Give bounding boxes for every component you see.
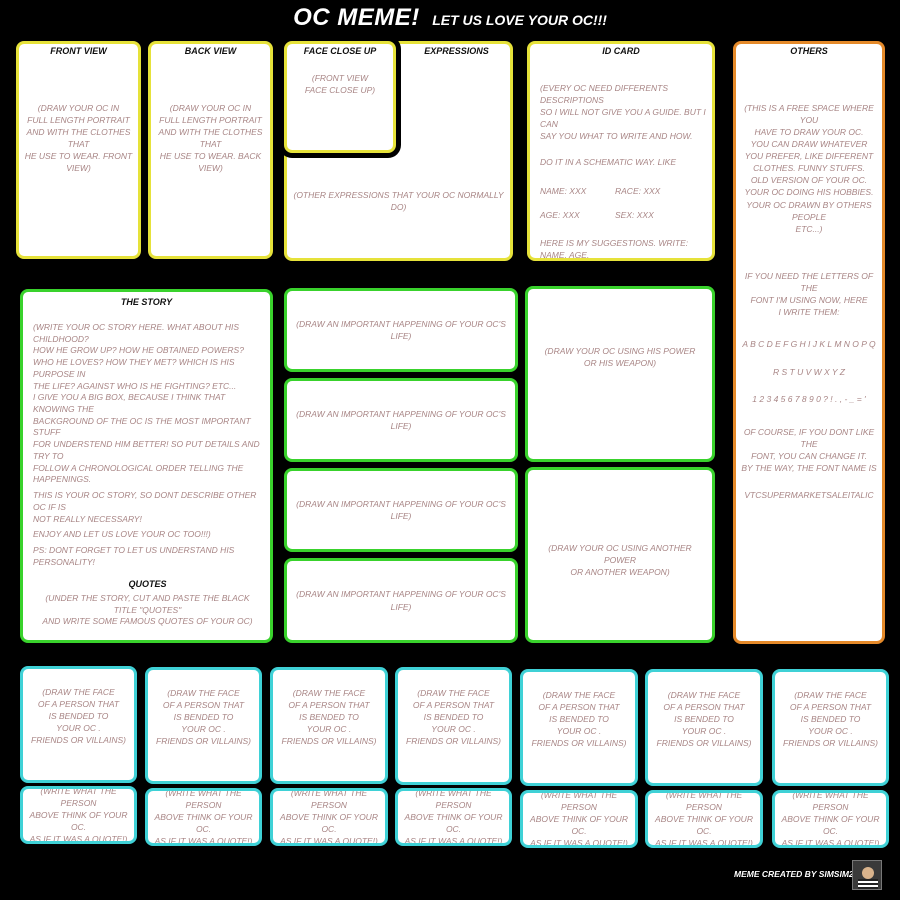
happening-text-1: (DRAW AN IMPORTANT HAPPENING OF YOUR OC'… bbox=[296, 318, 506, 341]
expressions-text: (OTHER EXPRESSIONS THAT YOUR OC NORMALLY… bbox=[293, 190, 504, 213]
happening-panel-4[interactable]: (DRAW AN IMPORTANT HAPPENING OF YOUR OC'… bbox=[284, 558, 518, 643]
font-info: IF YOU NEED THE LETTERS OF THE FONT I'M … bbox=[740, 258, 878, 513]
id-card-heading: ID CARD bbox=[602, 46, 640, 56]
face-text-2: (DRAW THE FACE OF A PERSON THAT IS BENDE… bbox=[156, 688, 251, 747]
face-close-up-panel[interactable]: FACE CLOSE UP (FRONT VIEW FACE CLOSE UP) bbox=[284, 41, 396, 153]
quote-text-1: (WRITE WHAT THE PERSON ABOVE THINK OF YO… bbox=[29, 786, 128, 844]
face-panel-7[interactable]: (DRAW THE FACE OF A PERSON THAT IS BENDE… bbox=[772, 669, 889, 786]
quote-panel-7[interactable]: (WRITE WHAT THE PERSON ABOVE THINK OF YO… bbox=[772, 790, 889, 848]
quote-panel-6[interactable]: (WRITE WHAT THE PERSON ABOVE THINK OF YO… bbox=[645, 790, 763, 848]
avatar-shirt-icon bbox=[858, 879, 878, 889]
id-card-name: NAME: XXX bbox=[540, 185, 587, 196]
id-card-row-1: NAME: XXX RACE: XXX bbox=[540, 185, 706, 197]
others-panel[interactable]: OTHERS (THIS IS A FREE SPACE WHERE YOU H… bbox=[733, 41, 885, 644]
id-card-intro: (EVERY OC NEED DIFFERENTS DESCRIPTIONS S… bbox=[540, 83, 706, 142]
quote-text-2: (WRITE WHAT THE PERSON ABOVE THINK OF YO… bbox=[154, 788, 253, 846]
font-letters-1: A B C D E F G H I J K L M N O P Q bbox=[742, 339, 876, 350]
power-text: (DRAW YOUR OC USING HIS POWER OR HIS WEA… bbox=[544, 346, 696, 369]
story-panel[interactable]: THE STORY (WRITE YOUR OC STORY HERE. WHA… bbox=[20, 289, 273, 643]
another-power-panel[interactable]: (DRAW YOUR OC USING ANOTHER POWER OR ANO… bbox=[525, 467, 715, 643]
quotes-text: (UNDER THE STORY, CUT AND PASTE THE BLAC… bbox=[42, 592, 253, 627]
id-card-schematic: DO IT IN A SCHEMATIC WAY. LIKE bbox=[540, 157, 677, 168]
expressions-heading: EXPRESSIONS bbox=[424, 46, 489, 56]
front-view-panel[interactable]: FRONT VIEW (DRAW YOUR OC IN FULL LENGTH … bbox=[16, 41, 141, 259]
happening-text-2: (DRAW AN IMPORTANT HAPPENING OF YOUR OC'… bbox=[296, 408, 506, 431]
story-paragraph-1: (WRITE YOUR OC STORY HERE. WHAT ABOUT HI… bbox=[33, 322, 260, 485]
face-close-up-heading: FACE CLOSE UP bbox=[303, 46, 377, 56]
happening-panel-1[interactable]: (DRAW AN IMPORTANT HAPPENING OF YOUR OC'… bbox=[284, 288, 518, 372]
author-avatar bbox=[852, 860, 882, 890]
font-outro: OF COURSE, IF YOU DONT LIKE THE FONT, YO… bbox=[741, 426, 877, 473]
face-close-up-text: (FRONT VIEW FACE CLOSE UP) bbox=[304, 73, 376, 96]
face-text-3: (DRAW THE FACE OF A PERSON THAT IS BENDE… bbox=[281, 688, 377, 747]
quote-panel-1[interactable]: (WRITE WHAT THE PERSON ABOVE THINK OF YO… bbox=[20, 786, 137, 844]
quote-text-5: (WRITE WHAT THE PERSON ABOVE THINK OF YO… bbox=[530, 790, 628, 848]
story-paragraph-2: THIS IS YOUR OC STORY, SO DONT DESCRIBE … bbox=[33, 490, 257, 524]
face-panel-4[interactable]: (DRAW THE FACE OF A PERSON THAT IS BENDE… bbox=[395, 667, 512, 785]
page-title: OC MEME! LET US LOVE YOUR OC!!! bbox=[0, 4, 900, 32]
story-paragraph-4: PS: DONT FORGET TO LET US UNDERSTAND HIS… bbox=[33, 544, 235, 567]
id-card-suggestions: HERE IS MY SUGGESTIONS. WRITE: NAME, AGE… bbox=[540, 237, 689, 260]
story-text: (WRITE YOUR OC STORY HERE. WHAT ABOUT HI… bbox=[33, 322, 262, 628]
happening-panel-2[interactable]: (DRAW AN IMPORTANT HAPPENING OF YOUR OC'… bbox=[284, 378, 518, 462]
face-panel-1[interactable]: (DRAW THE FACE OF A PERSON THAT IS BENDE… bbox=[20, 666, 137, 783]
quote-text-6: (WRITE WHAT THE PERSON ABOVE THINK OF YO… bbox=[655, 790, 753, 848]
meme-tagline: LET US LOVE YOUR OC!!! bbox=[432, 12, 607, 28]
quote-text-3: (WRITE WHAT THE PERSON ABOVE THINK OF YO… bbox=[280, 788, 378, 846]
quote-panel-2[interactable]: (WRITE WHAT THE PERSON ABOVE THINK OF YO… bbox=[145, 788, 262, 846]
quote-text-4: (WRITE WHAT THE PERSON ABOVE THINK OF YO… bbox=[404, 788, 503, 846]
meme-title: OC MEME! bbox=[293, 4, 420, 31]
quotes-heading: QUOTES bbox=[128, 579, 167, 590]
face-text-4: (DRAW THE FACE OF A PERSON THAT IS BENDE… bbox=[406, 688, 501, 747]
quote-panel-4[interactable]: (WRITE WHAT THE PERSON ABOVE THINK OF YO… bbox=[395, 788, 512, 846]
face-text-6: (DRAW THE FACE OF A PERSON THAT IS BENDE… bbox=[656, 690, 752, 749]
credit-text: MEME CREATED BY SIMSIM2212 bbox=[734, 869, 868, 879]
back-view-heading: BACK VIEW bbox=[184, 46, 237, 56]
front-view-text: (DRAW YOUR OC IN FULL LENGTH PORTRAIT AN… bbox=[24, 103, 133, 174]
id-card-race: RACE: XXX bbox=[615, 185, 661, 196]
id-card-text: (EVERY OC NEED DIFFERENTS DESCRIPTIONS S… bbox=[540, 70, 706, 260]
id-card-age: AGE: XXX bbox=[540, 209, 580, 220]
id-card-panel[interactable]: ID CARD (EVERY OC NEED DIFFERENTS DESCRI… bbox=[527, 41, 715, 261]
back-view-panel[interactable]: BACK VIEW (DRAW YOUR OC IN FULL LENGTH P… bbox=[148, 41, 273, 259]
face-panel-5[interactable]: (DRAW THE FACE OF A PERSON THAT IS BENDE… bbox=[520, 669, 638, 786]
face-text-1: (DRAW THE FACE OF A PERSON THAT IS BENDE… bbox=[31, 687, 126, 746]
font-letters-2: R S T U V W X Y Z bbox=[773, 366, 845, 377]
others-text: (THIS IS A FREE SPACE WHERE YOU HAVE TO … bbox=[744, 103, 874, 234]
font-digits: 1 2 3 4 5 6 7 8 9 0 ? ! . , - _ = ' bbox=[752, 393, 866, 404]
font-intro: IF YOU NEED THE LETTERS OF THE FONT I'M … bbox=[744, 271, 874, 318]
face-text-7: (DRAW THE FACE OF A PERSON THAT IS BENDE… bbox=[783, 690, 878, 749]
avatar-face-icon bbox=[862, 867, 874, 879]
quote-panel-5[interactable]: (WRITE WHAT THE PERSON ABOVE THINK OF YO… bbox=[520, 790, 638, 848]
quote-text-7: (WRITE WHAT THE PERSON ABOVE THINK OF YO… bbox=[781, 790, 880, 848]
story-paragraph-3: ENJOY AND LET US LOVE YOUR OC TOO!!!) bbox=[33, 529, 211, 540]
face-panel-2[interactable]: (DRAW THE FACE OF A PERSON THAT IS BENDE… bbox=[145, 667, 262, 784]
power-panel[interactable]: (DRAW YOUR OC USING HIS POWER OR HIS WEA… bbox=[525, 286, 715, 462]
happening-text-3: (DRAW AN IMPORTANT HAPPENING OF YOUR OC'… bbox=[296, 498, 506, 521]
face-panel-3[interactable]: (DRAW THE FACE OF A PERSON THAT IS BENDE… bbox=[270, 667, 388, 784]
story-heading: THE STORY bbox=[120, 297, 173, 307]
id-card-sex: SEX: XXX bbox=[615, 209, 654, 220]
another-power-text: (DRAW YOUR OC USING ANOTHER POWER OR ANO… bbox=[548, 543, 692, 578]
font-name: VTCSUPERMARKETSALEITALIC bbox=[744, 490, 874, 501]
face-panel-6[interactable]: (DRAW THE FACE OF A PERSON THAT IS BENDE… bbox=[645, 669, 763, 786]
others-heading: OTHERS bbox=[790, 46, 828, 56]
front-view-heading: FRONT VIEW bbox=[50, 46, 107, 56]
happening-text-4: (DRAW AN IMPORTANT HAPPENING OF YOUR OC'… bbox=[296, 589, 506, 612]
quote-panel-3[interactable]: (WRITE WHAT THE PERSON ABOVE THINK OF YO… bbox=[270, 788, 388, 846]
face-text-5: (DRAW THE FACE OF A PERSON THAT IS BENDE… bbox=[531, 690, 627, 749]
id-card-row-2: AGE: XXX SEX: XXX bbox=[540, 209, 706, 221]
back-view-text: (DRAW YOUR OC IN FULL LENGTH PORTRAIT AN… bbox=[158, 103, 263, 174]
happening-panel-3[interactable]: (DRAW AN IMPORTANT HAPPENING OF YOUR OC'… bbox=[284, 468, 518, 552]
